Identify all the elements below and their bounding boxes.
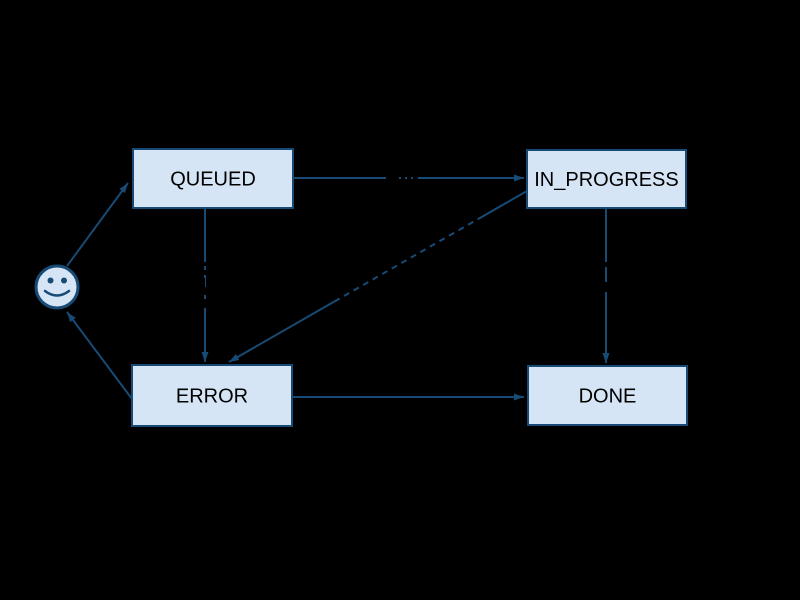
edge-label-gap xyxy=(201,262,210,266)
node-layer: QUEUED IN_PROGRESS ERROR DONE xyxy=(131,148,688,427)
state-label-queued: QUEUED xyxy=(170,169,256,191)
state-label-error: ERROR xyxy=(176,386,248,408)
edge-error-to-smiley xyxy=(66,311,133,400)
edge-label-gap xyxy=(338,215,484,302)
smiley-face-icon xyxy=(34,264,80,310)
state-label-done: DONE xyxy=(579,386,637,408)
edge-label-gap xyxy=(201,278,205,287)
edge-label-gap xyxy=(201,287,210,295)
edge-label-occluders xyxy=(201,173,611,308)
edge-label-gap xyxy=(201,270,210,275)
edge-label-gap xyxy=(386,173,399,183)
edge-smiley-to-queued xyxy=(66,182,129,267)
edge-label-gap xyxy=(401,173,405,183)
edge-label-gap xyxy=(602,262,611,267)
state-label-in-progress: IN_PROGRESS xyxy=(534,169,678,191)
smiley-head xyxy=(34,264,80,310)
edge-label-gap xyxy=(413,173,418,183)
state-node-done xyxy=(527,365,688,426)
state-node-in-progress xyxy=(526,149,687,209)
state-node-queued xyxy=(132,148,294,209)
smiley-mouth xyxy=(43,289,71,297)
smiley-right-eye xyxy=(61,277,67,284)
smiley-left-eye xyxy=(47,277,54,284)
edge-label-gap xyxy=(602,282,611,292)
state-node-error xyxy=(131,364,293,427)
edge-label-gap xyxy=(201,299,210,308)
edge-label-gap xyxy=(407,173,411,183)
